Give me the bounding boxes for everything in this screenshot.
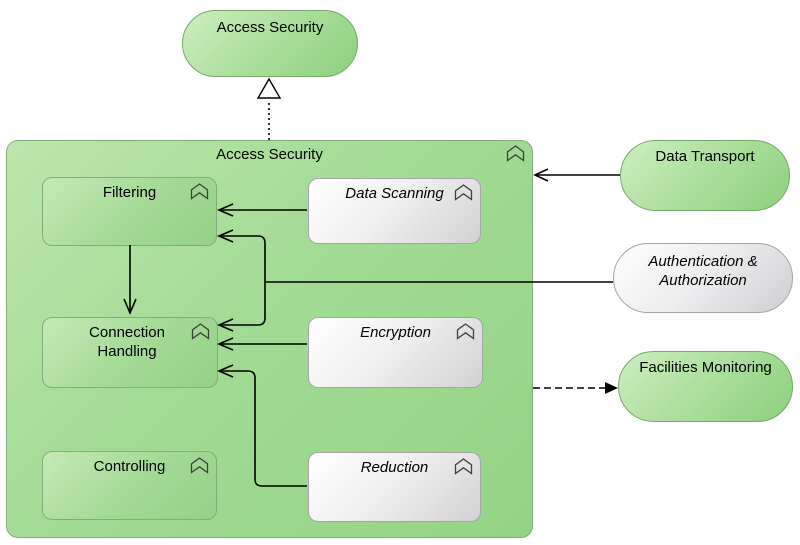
function-icon	[190, 183, 209, 200]
node-reduction[interactable]: Reduction	[308, 452, 481, 522]
node-label: Reduction	[360, 459, 429, 476]
rel-access-security-to-facilities-monitoring[interactable]	[533, 382, 618, 394]
node-label: Access Security	[216, 146, 323, 163]
node-label: Authentication & Authorization	[648, 253, 758, 289]
node-access-security-container[interactable]: Access Security Filtering Data Scanning …	[6, 140, 533, 538]
node-connection-handling[interactable]: Connection Handling	[42, 317, 218, 388]
function-icon	[506, 145, 525, 162]
node-label: Filtering	[102, 184, 157, 201]
function-icon	[454, 184, 473, 201]
node-controlling[interactable]: Controlling	[42, 451, 217, 520]
function-icon	[456, 323, 475, 340]
rel-realization-access-security[interactable]	[256, 77, 282, 140]
node-label: Data Scanning	[345, 185, 444, 202]
node-access-security-parent[interactable]: Access Security	[182, 10, 358, 77]
node-data-scanning[interactable]: Data Scanning	[308, 178, 481, 244]
function-icon	[191, 323, 210, 340]
node-label: Encryption	[360, 324, 431, 341]
function-icon	[454, 458, 473, 475]
node-data-transport[interactable]: Data Transport	[620, 140, 790, 211]
node-label: Controlling	[93, 458, 166, 475]
node-label: Facilities Monitoring	[639, 359, 772, 376]
node-filtering[interactable]: Filtering	[42, 177, 217, 246]
node-authentication-authorization[interactable]: Authentication & Authorization	[613, 243, 793, 313]
function-icon	[190, 457, 209, 474]
node-label: Connection Handling	[89, 324, 165, 360]
rel-data-transport-to-access-security[interactable]	[533, 168, 620, 182]
node-encryption[interactable]: Encryption	[308, 317, 483, 388]
node-label: Access Security	[216, 19, 324, 36]
node-label: Data Transport	[655, 148, 755, 165]
node-facilities-monitoring[interactable]: Facilities Monitoring	[618, 351, 793, 422]
